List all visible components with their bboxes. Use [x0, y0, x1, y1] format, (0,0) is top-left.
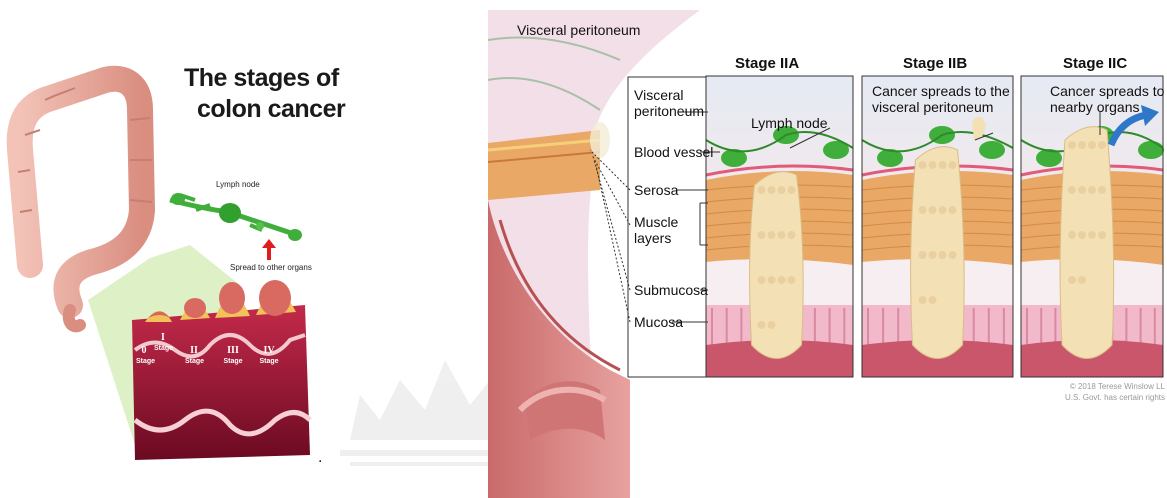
panel-c-label-line2: nearby organs	[1050, 100, 1140, 115]
label-blood-vessel: Blood vessel	[634, 145, 713, 160]
stray-dot: .	[318, 450, 322, 467]
panel-a-lymph-node-label: Lymph node	[751, 116, 828, 131]
stage-2-word: Stage	[185, 358, 203, 365]
label-serosa: Serosa	[634, 183, 678, 198]
panel-header-iic: Stage IIC	[1063, 56, 1127, 72]
left-title-line1: The stages of	[184, 65, 339, 91]
stage-3-word: Stage	[223, 358, 243, 365]
label-visceral-line2: peritoneum	[634, 104, 704, 119]
copyright-line2: U.S. Govt. has certain rights	[1040, 394, 1165, 402]
stage-1-numeral: I	[157, 333, 169, 344]
label-muscle-line1: Muscle	[634, 215, 678, 230]
panel-b-label-line2: visceral peritoneum	[872, 100, 993, 115]
stage-1-word: Stage	[154, 345, 172, 352]
copyright-line1: © 2018 Terese Winslow LL	[1040, 383, 1165, 391]
panel-b-label-line1: Cancer spreads to the	[872, 84, 1010, 99]
left-title-line2: colon cancer	[197, 96, 345, 122]
red-up-arrow	[262, 239, 276, 260]
spread-label: Spread to other organs	[230, 264, 312, 272]
panel-stage-iib	[862, 76, 1013, 377]
visceral-peritoneum-top-label: Visceral peritoneum	[517, 23, 640, 38]
stage-2-numeral: II	[186, 346, 202, 357]
stage-0-word: Stage	[136, 358, 154, 365]
label-muscle-line2: layers	[634, 231, 671, 246]
stage-0-numeral: 0	[138, 346, 150, 357]
panel-header-iia: Stage IIA	[735, 56, 799, 72]
panel-header-iib: Stage IIB	[903, 56, 967, 72]
stage-4-numeral: IV	[260, 346, 278, 357]
label-mucosa: Mucosa	[634, 315, 683, 330]
panel-stage-iic	[1021, 76, 1164, 377]
label-visceral-line1: Visceral	[634, 88, 684, 103]
stage-3-numeral: III	[224, 346, 242, 357]
lymph-node-label-left: Lymph node	[216, 181, 260, 189]
panel-c-label-line1: Cancer spreads to	[1050, 84, 1164, 99]
label-submucosa: Submucosa	[634, 283, 708, 298]
crown-watermark	[340, 360, 510, 466]
stage-4-word: Stage	[259, 358, 279, 365]
lymph-node-illustration	[170, 193, 302, 241]
